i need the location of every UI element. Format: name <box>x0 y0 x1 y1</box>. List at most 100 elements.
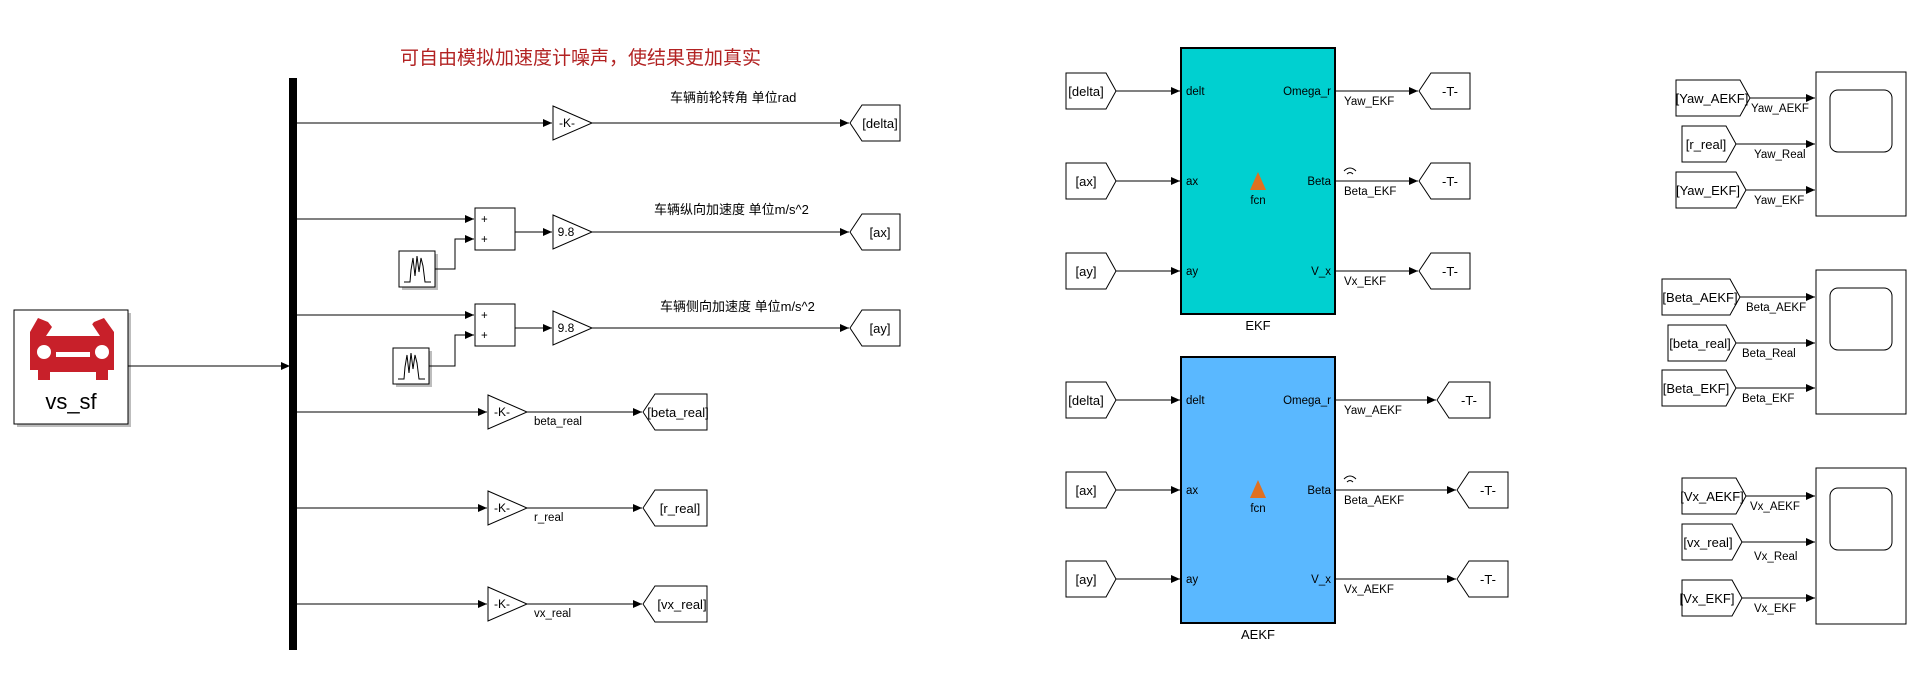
sum-ay-sign-2: + <box>481 330 488 342</box>
scope-yaw-from-3[interactable]: [Yaw_EKF] <box>1675 171 1747 209</box>
goto-vx-real-label: [vx_real] <box>657 597 706 612</box>
aekf-port-ax: ax <box>1186 485 1198 497</box>
goto-beta-real[interactable]: [beta_real] <box>642 393 709 431</box>
scope-beta-signal-3: Beta_EKF <box>1742 393 1794 405</box>
ekf-port-omega: Omega_r <box>1283 86 1331 98</box>
aekf-terminator-yaw[interactable]: -T- <box>1436 381 1491 419</box>
scope-vx-from-3[interactable]: [Vx_EKF] <box>1680 579 1743 617</box>
aekf-from-ax[interactable]: [ax] <box>1065 471 1117 509</box>
goto-beta-real-label: [beta_real] <box>647 405 708 420</box>
noise-ax-wire[interactable] <box>435 235 474 270</box>
scope-beta[interactable] <box>1815 269 1907 415</box>
sum-ax[interactable]: + + <box>474 207 516 251</box>
ay-gain-label: 9.8 <box>558 321 575 335</box>
ekf-terminator-beta[interactable]: -T- <box>1418 162 1471 200</box>
aekf-from-ay-label: [ay] <box>1076 572 1097 587</box>
aekf-terminator-beta[interactable]: -T- <box>1456 471 1509 509</box>
goto-delta-label: [delta] <box>862 116 897 131</box>
scope-vx-signal-3: Vx_EKF <box>1754 603 1796 615</box>
aekf-signal-yaw: Yaw_AEKF <box>1344 405 1402 417</box>
r-real-gain[interactable]: -K- <box>487 490 529 526</box>
goto-ax-label: [ax] <box>870 225 891 240</box>
scope-vx-from-2[interactable]: [vx_real] <box>1681 523 1743 561</box>
ekf-terminator-yaw-label: -T- <box>1442 84 1458 99</box>
ekf-title: EKF <box>1245 318 1270 333</box>
aekf-from-ay[interactable]: [ay] <box>1065 560 1117 598</box>
scope-vx-from-3-label: [Vx_EKF] <box>1680 591 1735 606</box>
vx-real-gain[interactable]: -K- <box>487 586 529 622</box>
scope-yaw-from-1-label: [Yaw_AEKF] <box>1676 91 1749 106</box>
ekf-section: [delta] [ax] [ay] delt ax ay Omega_r Bet… <box>1065 47 1471 333</box>
scope-yaw[interactable] <box>1815 71 1907 217</box>
aekf-from-delta[interactable]: [delta] <box>1065 381 1117 419</box>
ekf-from-ax-label: [ax] <box>1076 174 1097 189</box>
goto-delta[interactable]: [delta] <box>849 104 901 142</box>
ekf-from-ax[interactable]: [ax] <box>1065 162 1117 200</box>
goto-vx-real[interactable]: [vx_real] <box>642 585 708 623</box>
ekf-from-ay-label: [ay] <box>1076 264 1097 279</box>
scope-screen-icon <box>1829 287 1893 351</box>
sum-ay[interactable]: + + <box>474 303 516 347</box>
ekf-port-delt: delt <box>1186 86 1205 98</box>
vs-sf-label: vs_sf <box>45 389 97 414</box>
scope-yaw-from-1[interactable]: [Yaw_AEKF] <box>1675 79 1751 117</box>
ekf-terminator-yaw[interactable]: -T- <box>1418 72 1471 110</box>
r-real-gain-label: -K- <box>494 501 510 515</box>
sum-ax-sign-1: + <box>481 214 488 226</box>
ekf-function-block[interactable]: delt ax ay Omega_r Beta V_x fcn <box>1180 47 1336 315</box>
ekf-port-ay: ay <box>1186 266 1198 278</box>
ay-comment: 车辆侧向加速度 单位m/s^2 <box>660 299 815 314</box>
aekf-section: [delta] [ax] [ay] delt ax ay Omega_r Bet… <box>1065 356 1509 642</box>
bus-selector-bar[interactable] <box>289 78 297 650</box>
aekf-from-delta-label: [delta] <box>1068 393 1103 408</box>
scope-beta-from-1[interactable]: [Beta_AEKF] <box>1661 278 1741 316</box>
scope-beta-from-2[interactable]: [beta_real] <box>1667 324 1737 362</box>
scope-vx-from-1[interactable]: [Vx_AEKF] <box>1680 477 1747 515</box>
noise-source-ax[interactable] <box>398 250 438 290</box>
aekf-signal-beta: Beta_AEKF <box>1344 495 1404 507</box>
goto-ay[interactable]: [ay] <box>849 309 901 347</box>
matlab-icon <box>1250 172 1266 190</box>
scope-vx[interactable] <box>1815 467 1907 625</box>
ay-gain[interactable]: 9.8 <box>552 310 594 346</box>
aekf-port-ay: ay <box>1186 574 1198 586</box>
aekf-function-block[interactable]: delt ax ay Omega_r Beta V_x fcn <box>1180 356 1336 624</box>
aekf-signal-vx: Vx_AEKF <box>1344 584 1394 596</box>
noise-source-ay[interactable] <box>392 347 432 387</box>
scope-yaw-signal-2: Yaw_Real <box>1754 149 1806 161</box>
delta-gain[interactable]: -K- <box>552 105 594 141</box>
car-icon <box>30 318 114 380</box>
aekf-terminator-beta-label: -T- <box>1480 483 1496 498</box>
ekf-from-ay[interactable]: [ay] <box>1065 252 1117 290</box>
scope-beta-section: [Beta_AEKF] [beta_real] [Beta_EKF] Beta_… <box>1661 269 1907 415</box>
scope-yaw-from-2[interactable]: [r_real] <box>1681 125 1737 163</box>
ekf-terminator-beta-label: -T- <box>1442 174 1458 189</box>
ekf-from-delta[interactable]: [delta] <box>1065 72 1117 110</box>
scope-vx-section: [Vx_AEKF] [vx_real] [Vx_EKF] Vx_AEKF Vx_… <box>1680 467 1907 625</box>
ax-comment: 车辆纵向加速度 单位m/s^2 <box>654 202 809 217</box>
ekf-terminator-vx-label: -T- <box>1442 264 1458 279</box>
scope-beta-from-3[interactable]: [Beta_EKF] <box>1661 369 1737 407</box>
scope-yaw-from-2-label: [r_real] <box>1686 137 1726 152</box>
ekf-port-vx: V_x <box>1311 266 1331 278</box>
ekf-terminator-vx[interactable]: -T- <box>1418 252 1471 290</box>
noise-ay-wire[interactable] <box>429 331 474 367</box>
ekf-fcn-label: fcn <box>1250 195 1265 207</box>
signal-log-icon <box>1343 167 1357 175</box>
vx-real-signal: vx_real <box>534 608 571 620</box>
delta-gain-label: -K- <box>559 116 575 130</box>
aekf-port-beta: Beta <box>1307 485 1331 497</box>
beta-real-gain[interactable]: -K- <box>487 394 529 430</box>
beta-real-gain-label: -K- <box>494 405 510 419</box>
goto-r-real[interactable]: [r_real] <box>642 489 708 527</box>
aekf-from-ax-label: [ax] <box>1076 483 1097 498</box>
ekf-signal-yaw: Yaw_EKF <box>1344 96 1394 108</box>
ax-gain-label: 9.8 <box>558 225 575 239</box>
goto-ax[interactable]: [ax] <box>849 213 901 251</box>
aekf-terminator-vx-label: -T- <box>1480 572 1496 587</box>
ax-gain[interactable]: 9.8 <box>552 214 594 250</box>
vs-sf-block[interactable]: vs_sf <box>13 309 131 427</box>
aekf-title: AEKF <box>1241 627 1275 642</box>
aekf-terminator-vx[interactable]: -T- <box>1456 560 1509 598</box>
